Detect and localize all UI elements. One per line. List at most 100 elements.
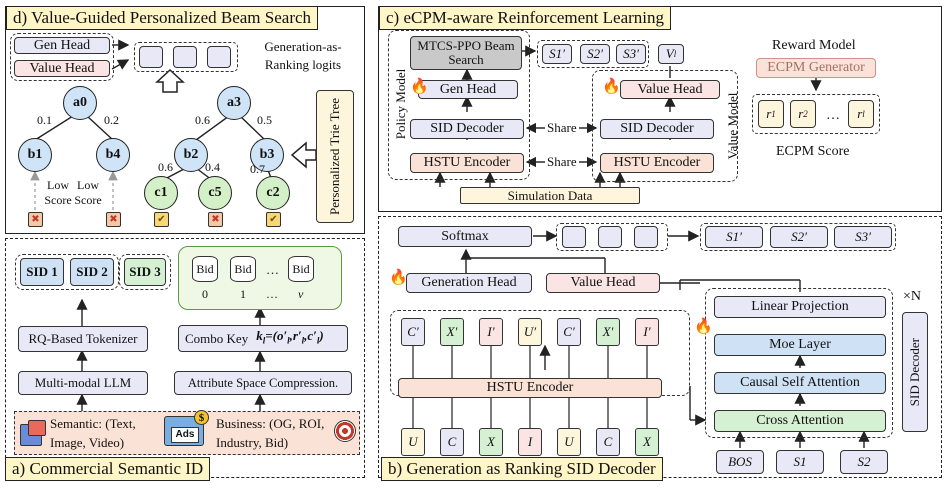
combo-r: ,r′ [289,328,302,344]
reward-token-text: r [798,106,804,121]
low-score-label: Low Score [74,178,102,207]
moe-layer-box: Moe Layer [714,334,886,356]
value-token-text: V [665,46,674,61]
reject-mark-icon: ✖ [28,212,43,227]
rl-output-group [537,40,649,68]
logit-square [598,226,622,248]
sid12-group [15,254,119,290]
reward-dots: … [826,108,840,123]
bid-index: 0 [202,287,208,301]
combo-c: ,c′ [304,328,317,344]
linear-projection-box: Linear Projection [714,296,886,318]
accept-mark-icon: ✔ [154,212,169,227]
gar-logits-label: Generation-as-Ranking logits [264,39,342,72]
tree-node-a3: a3 [217,86,251,120]
output-token: S2′ [580,44,610,64]
input-token: X [479,428,503,456]
output-token: S2′ [770,226,828,248]
logit-square [634,226,658,248]
logit-square [173,46,197,68]
panel-a-title: a) Commercial Semantic ID [5,457,211,481]
value-head-box: Value Head [620,80,720,99]
hstu-encoder-box: HSTU Encoder [600,153,714,173]
bid-dots: … [266,262,279,277]
fire-icon: 🔥 [410,79,429,95]
logits-group [134,42,238,72]
bid-bucket: Bid [192,256,218,282]
softmax-box: Softmax [398,226,532,247]
causal-self-attention-box: Causal Self Attention [714,372,886,394]
bid-index: v [298,287,304,301]
tree-node-b1: b1 [18,138,52,172]
combo-k-sub: l [262,335,266,346]
reject-mark-icon: ✖ [106,212,121,227]
input-token: U [557,428,581,456]
reward-token-text: r [766,106,772,121]
multimodal-llm-box: Multi-modal LLM [18,371,148,395]
policy-model-label: Policy Model [393,68,408,140]
attr-compression-box: Attribute Space Compression. [174,371,352,395]
weight-label: 0.6 [195,113,210,127]
logit-square [207,46,231,68]
tree-node-c1: c1 [144,176,178,210]
decoder-input-token: S2 [840,450,888,474]
decoder-stack-group [705,288,893,438]
reward-token-sub: l [862,109,865,119]
fire-icon: 🔥 [602,79,621,95]
combo-sub-r: l [301,335,305,346]
trie-tree-label: Personalized Trie Tree [327,98,342,215]
generation-head-box: Generation Head [406,273,532,293]
output-token: S3′ [834,226,892,248]
sid2-box: SID 2 [70,258,114,286]
trie-tree-box: Personalized Trie Tree [316,90,354,223]
sid1-box: SID 1 [20,258,64,286]
sid3-box: SID 3 [124,258,166,286]
hstu-output-token: X′ [596,318,620,346]
gen-head-box: Gen Head [418,80,518,99]
hstu-output-token: I′ [635,318,659,346]
hstu-output-token: C′ [557,318,581,346]
dollar-icon: $ [194,410,209,425]
sid-decoder-label: SID Decoder [907,337,922,407]
weight-label: 0.1 [37,113,52,127]
policy-model-group [388,30,530,180]
hstu-encoder-box: HSTU Encoder [410,153,524,173]
weight-label: 0.4 [205,160,220,174]
sid-decoder-box: SID Decoder [902,312,928,432]
hstu-output-token: I′ [479,318,503,346]
heads-group [10,33,114,81]
input-token: X [635,428,659,456]
weight-label: 0.2 [104,113,119,127]
combo-key-box: Combo Key kl=(o′l,r′l,c′l) [178,325,348,352]
share-label: Share [545,154,579,170]
output-token: S3′ [616,44,646,64]
input-token: I [518,428,542,456]
hstu-encoder-box: HSTU Encoder [398,378,662,398]
accept-mark-icon: ✔ [266,212,281,227]
combo-sub-o: l [287,335,290,346]
logit-square [562,226,586,248]
output-token: S1′ [542,44,572,64]
reward-token-sub: 1 [771,109,776,119]
combo-k: k [256,328,263,344]
fire-icon: 🔥 [694,319,713,335]
ecpm-generator-box: ECPM Generator [756,58,876,78]
ecpm-score-group [752,94,880,134]
input-token: C [440,428,464,456]
decoder-input-token: BOS [716,450,764,474]
sid-decoder-box: SID Decoder [600,119,714,139]
mtcs-ppo-box: MTCS-PPO Beam Search [410,36,522,70]
panel-c-title: c) eCPM-aware Reinforcement Learning [379,6,672,30]
tree-node-c2: c2 [256,176,290,210]
tree-node-b4: b4 [96,138,130,172]
combo-key-label: Combo Key [185,330,249,346]
sid-output-group [700,223,896,251]
reject-mark-icon: ✖ [208,212,223,227]
document-icon [20,420,46,446]
value-model-label: Value Model [725,92,740,160]
business-label: Business: (OG, ROI, Industry, Bid) [216,416,325,450]
ads-icon-text: Ads [171,427,199,443]
tree-node-a0: a0 [63,86,97,120]
